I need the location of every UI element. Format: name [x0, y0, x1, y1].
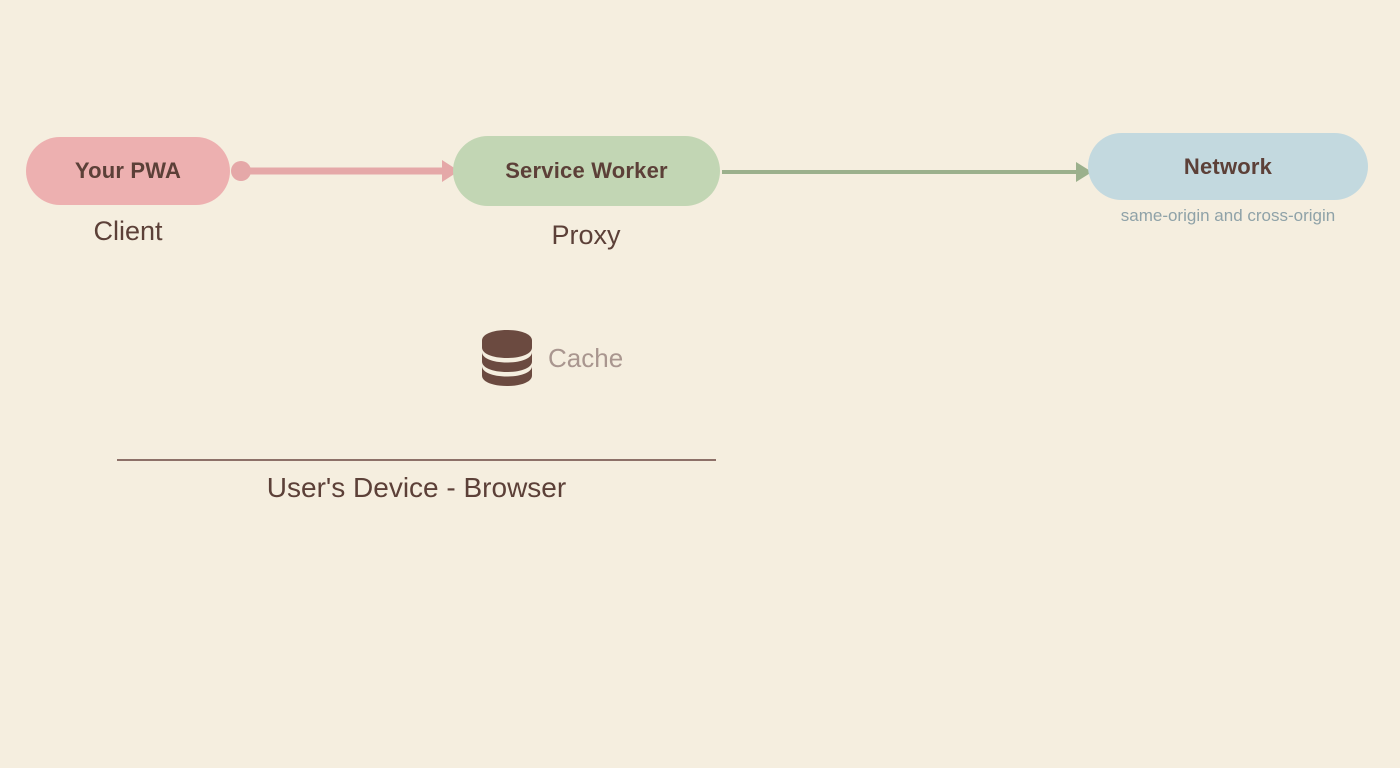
node-your-pwa[interactable]: Your PWA: [26, 137, 230, 205]
node-your-pwa-label: Your PWA: [74, 158, 182, 183]
node-network[interactable]: Network: [1088, 133, 1368, 200]
device-boundary-line: [117, 459, 716, 461]
node-network-label: Network: [1183, 153, 1273, 179]
node-service-worker-label: Service Worker: [505, 158, 668, 183]
caption-network-origins: same-origin and cross-origin: [1120, 206, 1336, 225]
cache-label: Cache: [548, 342, 624, 373]
node-service-worker[interactable]: Service Worker: [453, 136, 720, 206]
device-boundary-label: User's Device - Browser: [266, 472, 567, 503]
connector-pwa-to-service-worker: [231, 160, 459, 182]
caption-proxy: Proxy: [551, 220, 621, 250]
cache-group: Cache: [480, 330, 623, 386]
database-icon: [482, 330, 532, 386]
caption-client: Client: [93, 216, 163, 246]
connector-service-worker-to-network: [722, 162, 1092, 182]
